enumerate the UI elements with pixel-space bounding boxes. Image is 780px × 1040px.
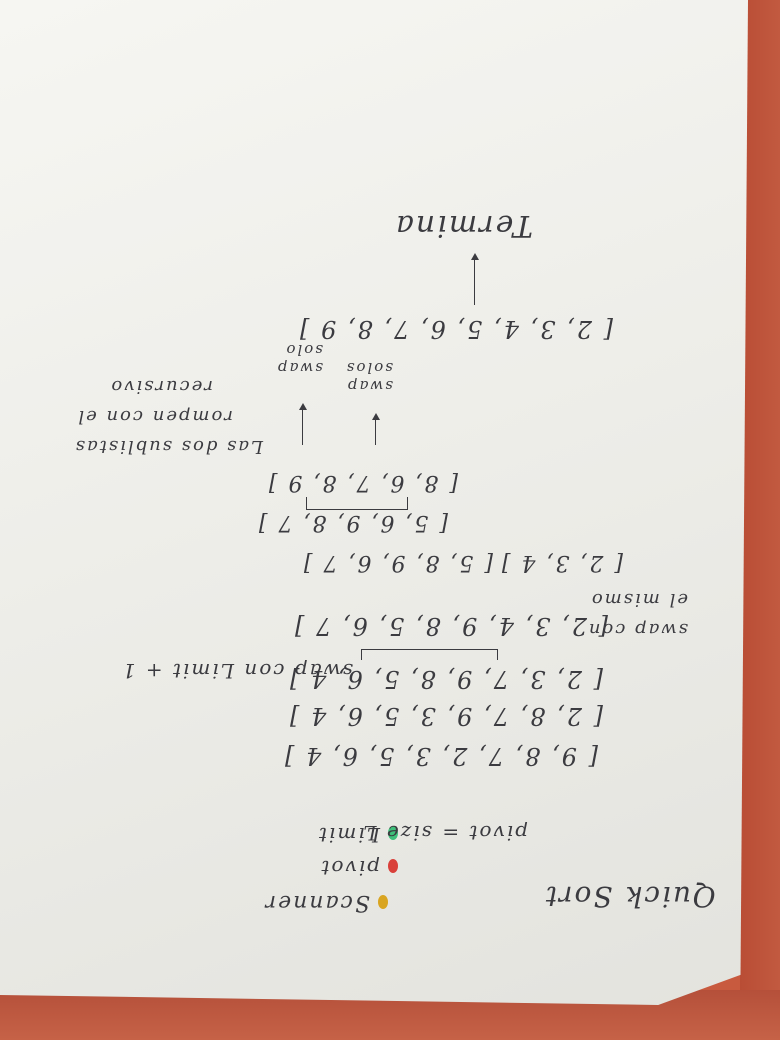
note-end: Termina <box>393 208 533 243</box>
arrow-to-end <box>474 255 475 305</box>
note-swap-solo-b: solo <box>284 341 323 359</box>
handwritten-notes: Quick Sort Scanner pivot Limit pivot = s… <box>0 0 748 1005</box>
sublist-bracket <box>306 497 408 510</box>
array-row-6: [ 5, 6, 9, 8, 7 ] <box>256 510 448 535</box>
pivot-note: pivot = size L <box>361 821 528 845</box>
note-swap-same-2: el mismo <box>589 589 688 610</box>
note-sublists-2: rompen con el <box>76 406 233 427</box>
array-row-5-right: [ 5, 8, 9, 6, 7 ] <box>301 550 493 575</box>
array-row-5-left: [ 2, 3, 4 ] <box>499 550 623 575</box>
note-sublists-1: Las dos sublistas <box>73 436 263 457</box>
scanner-marker-icon <box>378 895 388 909</box>
array-row-4: [ 2, 3, 4, 9, 8, 5, 6, 7 ] <box>293 612 608 640</box>
legend-pivot-label: pivot <box>319 856 380 880</box>
pivot-marker-icon <box>388 859 398 874</box>
arrow-swap-solo <box>302 405 303 445</box>
legend-scanner: Scanner <box>264 890 388 915</box>
legend-scanner-label: Scanner <box>263 890 370 915</box>
note-sublists-3: recursivo <box>109 376 213 397</box>
note-swap-limit: swap con Limit + 1 <box>120 659 353 683</box>
legend-pivot: pivot <box>319 856 398 880</box>
note-swap-solos-a: swap <box>345 377 393 395</box>
array-row-2: [ 2, 8, 7, 9, 3, 5, 6, 4 ] <box>288 702 603 730</box>
array-row-1: [ 9, 8, 7, 2, 3, 5, 6, 4 ] <box>283 742 598 770</box>
array-row-7: [ 8, 6, 7, 8, 9 ] <box>266 470 458 495</box>
paper-sheet <box>0 0 748 1005</box>
page-title: Quick Sort <box>543 880 716 913</box>
swap-limit-bracket <box>361 649 498 660</box>
note-swap-same-1: swap con <box>586 619 688 640</box>
arrow-swap-solos <box>375 415 376 445</box>
final-sorted-array: [ 2, 3, 4, 5, 6, 7, 8, 9 ] <box>298 315 613 343</box>
note-swap-solo-a: swap <box>275 359 323 377</box>
note-swap-solos-b: solos <box>344 359 393 377</box>
